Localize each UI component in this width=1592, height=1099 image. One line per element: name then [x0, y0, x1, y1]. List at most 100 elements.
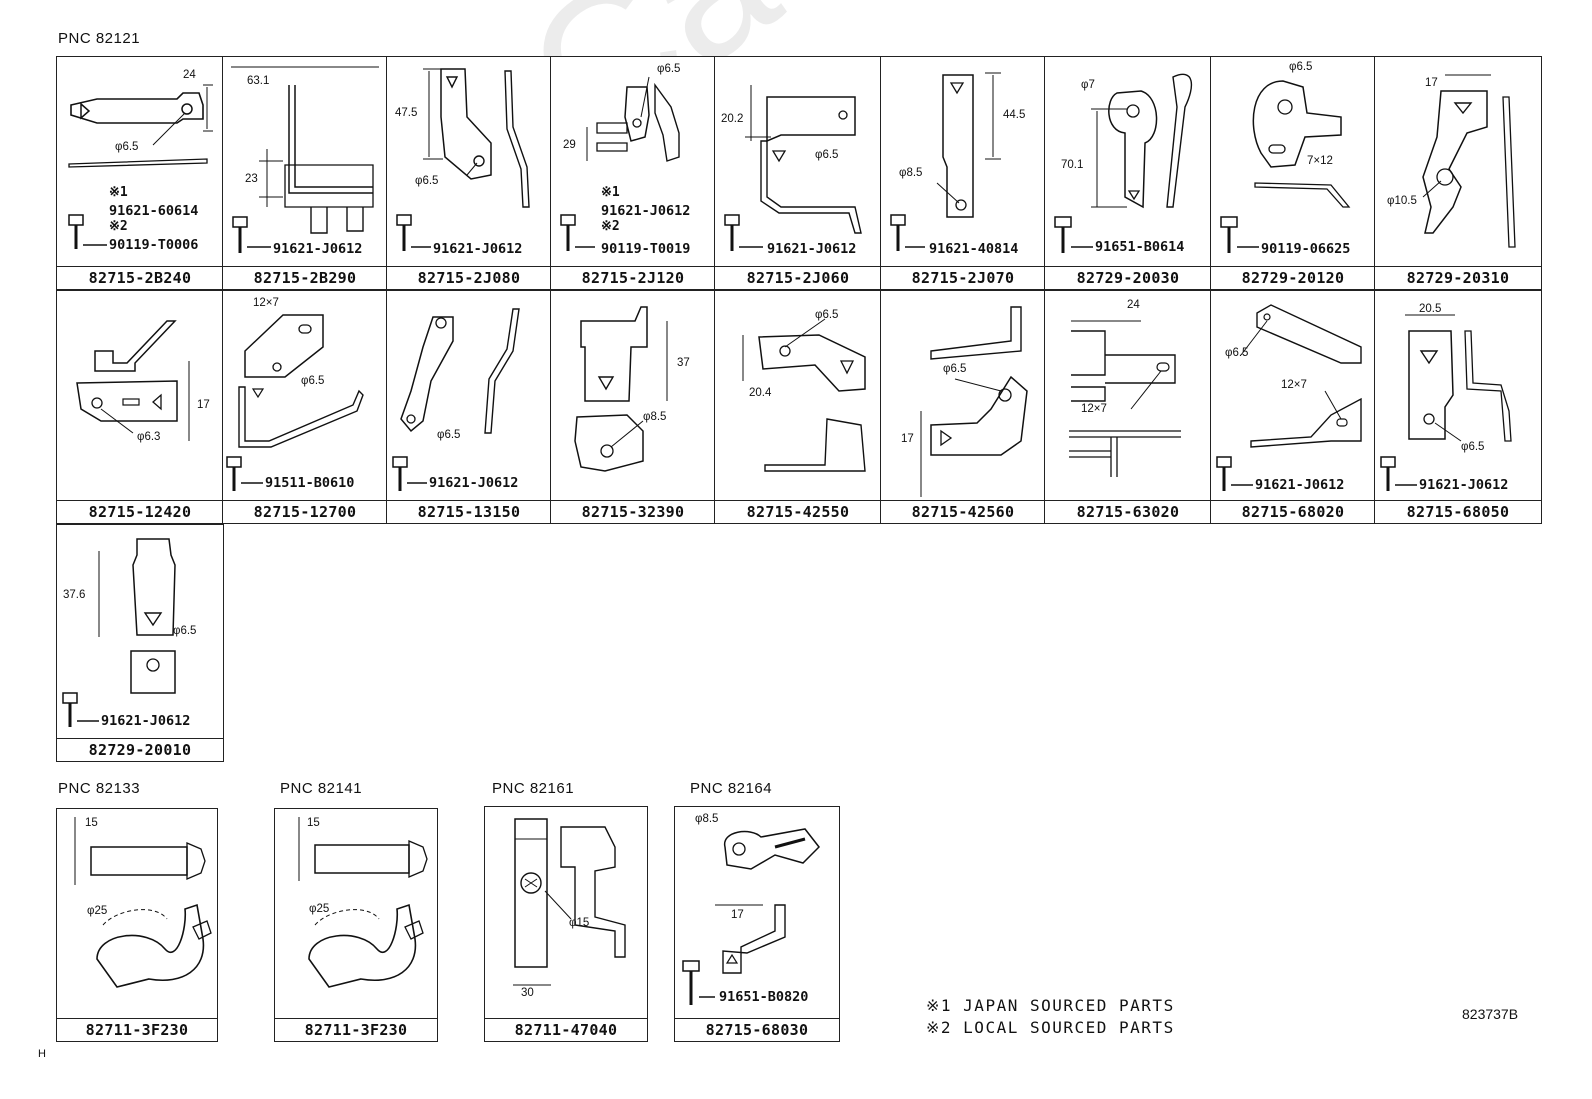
part-number[interactable]: 82729-20310 [1375, 266, 1541, 289]
dim-label: φ6.5 [301, 375, 325, 387]
dim-label: 20.4 [749, 387, 772, 399]
part-number[interactable]: 82729-20010 [57, 738, 223, 761]
part-cell-82715-42560[interactable]: φ6.5 17 82715-42560 [880, 290, 1046, 524]
bolt-part-number[interactable]: 91621-J0612 [1419, 477, 1509, 493]
dim-label: φ8.5 [643, 411, 667, 423]
part-cell-82715-42550[interactable]: φ6.5 20.4 82715-42550 [714, 290, 882, 524]
bolt-part-number[interactable]: 91621-J0612 [273, 241, 363, 257]
part-cell-82715-12420[interactable]: 17 φ6.3 82715-12420 [56, 290, 224, 524]
alt-part-label: 91621-J0612 [601, 203, 691, 219]
note-label: ※2 [601, 219, 620, 234]
bolt-part-number[interactable]: 91621-40814 [929, 241, 1019, 257]
bolt-icon [392, 456, 427, 491]
part-cell-82729-20310[interactable]: 17 φ10.5 82729-20310 [1374, 56, 1542, 290]
bracket-drawing [1380, 314, 1512, 491]
part-number[interactable]: 82715-2J060 [715, 266, 881, 289]
bolt-part-number[interactable]: 90119-06625 [1261, 241, 1351, 257]
part-cell-82729-20010[interactable]: 37.6 φ6.5 91621-J0612 82729-20010 [56, 524, 224, 762]
bolt-part-number[interactable]: 91651-B0820 [719, 989, 809, 1005]
part-cell-82715-63020[interactable]: 24 12×7 82715-63020 [1044, 290, 1212, 524]
dim-label: φ6.5 [415, 175, 439, 187]
bracket-drawing [920, 306, 1028, 497]
dim-label: 20.2 [721, 113, 744, 125]
part-cell-82715-13150[interactable]: φ6.5 91621-J0612 82715-13150 [386, 290, 552, 524]
part-number[interactable]: 82715-68020 [1211, 500, 1375, 523]
part-number[interactable]: 82715-2J120 [551, 266, 715, 289]
part-cell-82729-20030[interactable]: φ7 70.1 91651-B0614 82729-20030 [1044, 56, 1212, 290]
bolt-icon [1216, 456, 1253, 491]
bolt-part-number[interactable]: 91621-J0612 [1255, 477, 1345, 493]
note-label: ※2 [109, 219, 128, 234]
bolt-part-number[interactable]: 91651-B0614 [1095, 239, 1185, 255]
part-number[interactable]: 82729-20120 [1211, 266, 1375, 289]
part-cell-82715-68020[interactable]: φ6.5 12×7 91621-J0612 82715-68020 [1210, 290, 1376, 524]
bolt-part-number[interactable]: 90119-T0019 [601, 241, 691, 257]
legend-local-sourced: ※2 LOCAL SOURCED PARTS [926, 1018, 1175, 1037]
bracket-drawing [62, 538, 176, 727]
dim-label: 17 [1425, 77, 1438, 89]
bracket-drawing [574, 306, 668, 472]
part-number[interactable]: 82715-12700 [223, 500, 387, 523]
part-cell-82715-2J060[interactable]: 20.2 φ6.5 91621-J0612 82715-2J060 [714, 56, 882, 290]
bracket-drawing [1069, 320, 1181, 477]
part-cell-82715-68050[interactable]: 20.5 φ6.5 91621-J0612 82715-68050 [1374, 290, 1542, 524]
bolt-part-number[interactable]: 91511-B0610 [265, 475, 355, 491]
bolt-icon [226, 456, 263, 491]
part-number[interactable]: 82715-68030 [675, 1018, 839, 1041]
bolt-icon [1054, 216, 1093, 253]
bracket-drawing [1220, 80, 1351, 253]
bolt-part-number[interactable]: 91621-J0612 [433, 241, 523, 257]
part-number[interactable]: 82715-42560 [881, 500, 1045, 523]
bolt-icon [682, 960, 715, 1005]
part-cell-82715-2J120[interactable]: φ6.5 29 ※1 91621-J0612 ※2 90119-T0019 82… [550, 56, 716, 290]
dim-label: φ8.5 [695, 813, 719, 825]
part-number[interactable]: 82715-13150 [387, 500, 551, 523]
dim-label: φ15 [569, 917, 590, 929]
dim-label: φ6.5 [657, 63, 681, 75]
part-cell-82715-2J080[interactable]: 47.5 φ6.5 91621-J0612 82715-2J080 [386, 56, 552, 290]
part-number[interactable]: 82715-68050 [1375, 500, 1541, 523]
part-cell-82715-68030[interactable]: φ8.5 17 91651-B0820 82715-68030 [674, 806, 840, 1042]
part-cell-82715-32390[interactable]: 37 φ8.5 82715-32390 [550, 290, 716, 524]
part-number[interactable]: 82729-20030 [1045, 266, 1211, 289]
part-number[interactable]: 82715-2B290 [223, 266, 387, 289]
bolt-part-number[interactable]: 91621-J0612 [767, 241, 857, 257]
part-cell-82715-2J070[interactable]: 44.5 φ8.5 91621-40814 82715-2J070 [880, 56, 1046, 290]
part-number[interactable]: 82715-2B240 [57, 266, 223, 289]
part-cell-82711-3F230-a[interactable]: 15 φ25 82711-3F230 [56, 808, 218, 1042]
part-number[interactable]: 82711-47040 [485, 1018, 647, 1041]
part-cell-82711-47040[interactable]: φ15 30 82711-47040 [484, 806, 648, 1042]
bracket-drawing [1054, 73, 1193, 253]
dim-label: 29 [563, 139, 576, 151]
part-cell-82715-2B240[interactable]: 24 φ6.5 ※1 91621-60614 ※2 90119-T0006 82… [56, 56, 224, 290]
pnc-heading-82121: PNC 82121 [58, 30, 141, 47]
bolt-part-number[interactable]: 91621-J0612 [429, 475, 519, 491]
part-number[interactable]: 82715-2J070 [881, 266, 1045, 289]
part-number[interactable]: 82715-2J080 [387, 266, 551, 289]
dim-label: φ6.5 [943, 363, 967, 375]
part-number[interactable]: 82711-3F230 [57, 1018, 217, 1041]
bracket-drawing [742, 318, 866, 472]
part-number[interactable]: 82715-32390 [551, 500, 715, 523]
bolt-part-number[interactable]: 91621-J0612 [101, 713, 191, 729]
bolt-icon [890, 214, 925, 251]
bolt-icon [1380, 456, 1417, 491]
dim-label: 17 [731, 909, 744, 921]
part-number[interactable]: 82715-63020 [1045, 500, 1211, 523]
part-cell-82715-2B290[interactable]: 63.1 23 91621-J0612 82715-2B290 [222, 56, 388, 290]
part-number[interactable]: 82715-42550 [715, 500, 881, 523]
clamp-drawing [74, 817, 212, 988]
dim-label: 37.6 [63, 589, 86, 601]
bracket-drawing [392, 308, 520, 491]
bracket-drawing [682, 828, 820, 1005]
bolt-icon [68, 214, 107, 249]
dim-label: 17 [901, 433, 914, 445]
part-cell-82729-20120[interactable]: φ6.5 7×12 90119-06625 82729-20120 [1210, 56, 1376, 290]
bolt-icon [1220, 216, 1259, 253]
part-cell-82715-12700[interactable]: 12×7 φ6.5 91511-B0610 82715-12700 [222, 290, 388, 524]
bracket-drawing [560, 76, 680, 251]
bolt-part-number[interactable]: 90119-T0006 [109, 237, 199, 253]
part-number[interactable]: 82715-12420 [57, 500, 223, 523]
part-cell-82711-3F230-b[interactable]: 15 φ25 82711-3F230 [274, 808, 438, 1042]
part-number[interactable]: 82711-3F230 [275, 1018, 437, 1041]
